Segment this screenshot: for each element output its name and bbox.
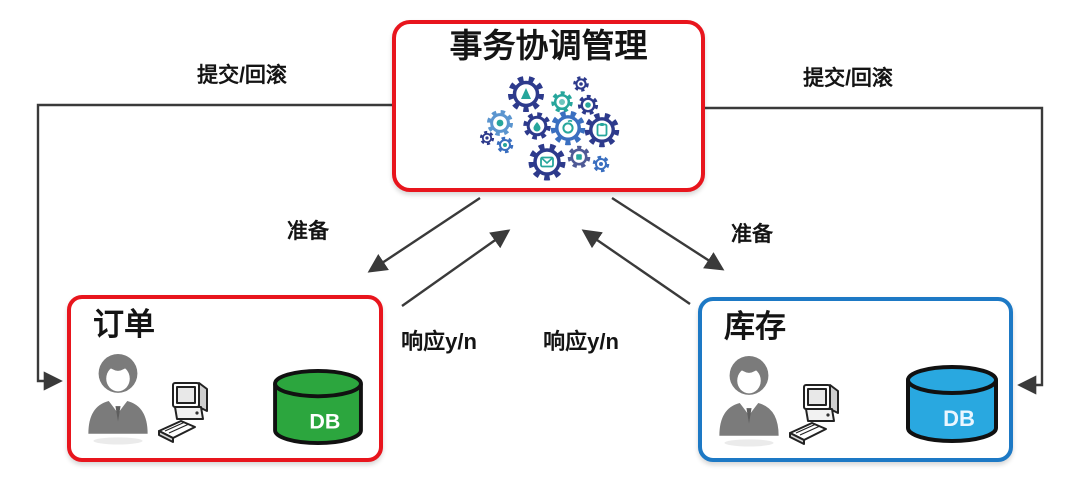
order-box: 订单: [67, 295, 383, 462]
prepare-right-arrow: [611, 196, 725, 271]
commit-rollback-right-label: 提交/回滚: [803, 67, 893, 90]
database-icon: DB: [906, 365, 998, 443]
gear-icon: [592, 155, 609, 173]
response-right-label: 响应y/n: [543, 329, 619, 354]
gear-icon: [522, 112, 551, 140]
gear-icon: [507, 75, 544, 112]
computer-icon: [789, 384, 839, 445]
gear-icon: [567, 145, 590, 169]
gear-icon: [584, 112, 619, 148]
gear-icon: [479, 130, 494, 146]
gear-icon: [550, 110, 585, 146]
prepare-left-arrow: [367, 197, 481, 273]
commit-rollback-right-connector: [705, 106, 1044, 395]
prepare-right-label: 准备: [731, 223, 773, 246]
coordinator-box: 事务协调管理: [392, 20, 705, 192]
user-icon: [719, 356, 779, 447]
db-label: DB: [943, 406, 975, 431]
response-left-label: 响应y/n: [401, 329, 477, 354]
user-icon: [88, 354, 148, 445]
commit-rollback-left-label: 提交/回滚: [197, 64, 287, 87]
gear-icon: [496, 136, 513, 154]
gear-icon: [577, 94, 598, 116]
inventory-title: 库存: [724, 309, 786, 344]
database-icon: DB: [273, 368, 363, 446]
gear-icon: [550, 91, 573, 113]
response-right-arrow: [581, 229, 691, 305]
coordinator-title: 事务协调管理: [449, 27, 648, 64]
gear-icon: [486, 109, 513, 136]
order-title: 订单: [93, 307, 155, 342]
prepare-left-label: 准备: [287, 220, 329, 243]
commit-rollback-left-connector: [36, 103, 392, 391]
inventory-box: 库存: [698, 297, 1013, 462]
response-left-arrow: [401, 229, 511, 307]
db-label: DB: [309, 409, 340, 433]
computer-icon: [158, 382, 208, 443]
gears-cluster-image: [479, 75, 619, 181]
gear-icon: [572, 76, 589, 92]
gear-icon: [528, 143, 565, 181]
